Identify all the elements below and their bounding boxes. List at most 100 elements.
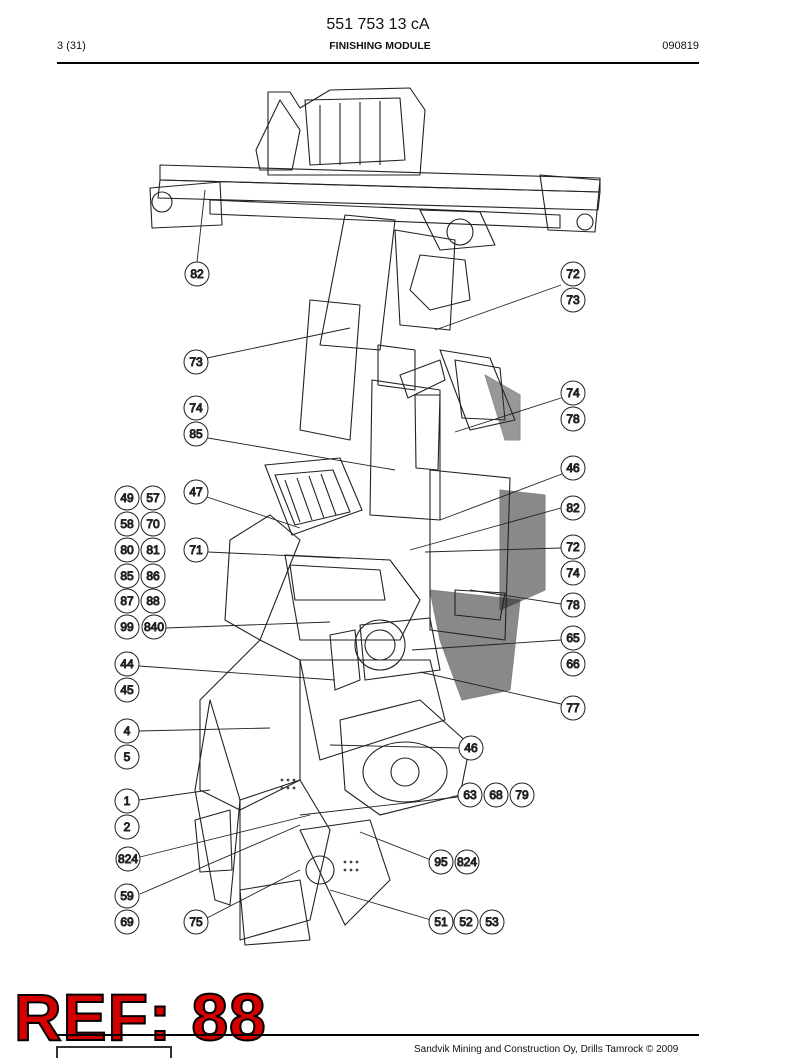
document-number: 551 753 13 cA [326, 16, 430, 33]
svg-text:44: 44 [120, 657, 134, 671]
svg-text:86: 86 [146, 569, 160, 583]
callout-balloon: 78 [560, 406, 586, 432]
svg-text:65: 65 [566, 631, 580, 645]
callout-balloon: 71 [183, 537, 209, 563]
svg-text:74: 74 [566, 386, 580, 400]
svg-text:59: 59 [120, 889, 134, 903]
svg-text:77: 77 [566, 701, 580, 715]
svg-text:75: 75 [189, 915, 203, 929]
callout-balloon: 45 [114, 677, 140, 703]
callout-balloon: 44 [114, 651, 140, 677]
svg-text:72: 72 [566, 267, 580, 281]
callout-balloon: 49 [114, 485, 140, 511]
svg-text:73: 73 [189, 355, 203, 369]
callout-balloon: 2 [114, 814, 140, 840]
svg-text:49: 49 [120, 491, 134, 505]
callout-balloon: 82 [184, 261, 210, 287]
callout-balloon: 74 [183, 395, 209, 421]
svg-text:824: 824 [118, 852, 138, 866]
document-date: 090819 [662, 40, 699, 52]
callout-balloon: 81 [140, 537, 166, 563]
callout-balloon: 1 [114, 788, 140, 814]
svg-text:78: 78 [566, 598, 580, 612]
callout-balloon: 88 [140, 588, 166, 614]
svg-text:69: 69 [120, 915, 134, 929]
callout-balloon: 82 [560, 495, 586, 521]
svg-text:73: 73 [566, 293, 580, 307]
company-logo [56, 1046, 172, 1058]
callout-balloon: 46 [458, 735, 484, 761]
callout-balloon: 72 [560, 261, 586, 287]
callout-balloon: 824 [115, 846, 141, 872]
svg-text:74: 74 [566, 566, 580, 580]
callout-balloon: 85 [183, 421, 209, 447]
callout-balloon: 99 [114, 614, 140, 640]
callout-balloon: 85 [114, 563, 140, 589]
callout-balloon: 840 [141, 614, 167, 640]
callout-balloons: 82 72 73 73 74 78 74 85 46 49 57 47 58 7… [114, 261, 586, 935]
callout-balloon: 52 [453, 909, 479, 935]
callout-balloon: 69 [114, 909, 140, 935]
svg-text:82: 82 [566, 501, 580, 515]
callout-balloon: 74 [560, 380, 586, 406]
svg-text:99: 99 [120, 620, 134, 634]
svg-text:87: 87 [120, 594, 134, 608]
svg-text:58: 58 [120, 517, 134, 531]
svg-text:47: 47 [189, 485, 203, 499]
svg-text:824: 824 [457, 855, 477, 869]
callout-balloon: 80 [114, 537, 140, 563]
callout-balloon: 824 [454, 849, 480, 875]
callout-balloon: 59 [114, 883, 140, 909]
svg-text:46: 46 [464, 741, 478, 755]
callout-balloon: 5 [114, 744, 140, 770]
callout-balloon: 79 [509, 782, 535, 808]
callout-balloon: 53 [479, 909, 505, 935]
callout-balloon: 46 [560, 455, 586, 481]
callout-balloon: 66 [560, 651, 586, 677]
svg-text:45: 45 [120, 683, 134, 697]
svg-text:72: 72 [566, 540, 580, 554]
callout-balloon: 58 [114, 511, 140, 537]
page-number: 3 (31) [57, 40, 86, 52]
callout-balloon: 51 [428, 909, 454, 935]
leader-lines [138, 189, 563, 921]
svg-text:66: 66 [566, 657, 580, 671]
callout-balloon: 63 [457, 782, 483, 808]
svg-text:70: 70 [146, 517, 160, 531]
svg-text:81: 81 [146, 543, 160, 557]
callout-balloon: 68 [483, 782, 509, 808]
svg-text:80: 80 [120, 543, 134, 557]
callout-balloon: 74 [560, 560, 586, 586]
callout-balloon: 73 [560, 287, 586, 313]
footer-copyright: Sandvik Mining and Construction Oy, Dril… [414, 1044, 679, 1055]
callout-balloon: 87 [114, 588, 140, 614]
section-title: FINISHING MODULE [329, 40, 431, 52]
svg-text:52: 52 [459, 915, 473, 929]
svg-text:57: 57 [146, 491, 160, 505]
callout-balloon: 95 [428, 849, 454, 875]
callout-balloon: 75 [183, 909, 209, 935]
callout-balloon: 70 [140, 511, 166, 537]
svg-text:85: 85 [120, 569, 134, 583]
svg-text:79: 79 [515, 788, 529, 802]
callout-balloon: 47 [183, 479, 209, 505]
svg-text:78: 78 [566, 412, 580, 426]
svg-text:2: 2 [124, 820, 131, 834]
callout-balloon: 86 [140, 563, 166, 589]
svg-text:840: 840 [144, 620, 164, 634]
footer-rule [57, 1034, 699, 1036]
machine-outline [149, 87, 601, 946]
svg-text:46: 46 [566, 461, 580, 475]
svg-text:53: 53 [485, 915, 499, 929]
callout-balloon: 65 [560, 625, 586, 651]
header-rule [57, 62, 699, 64]
callout-balloon: 4 [114, 718, 140, 744]
svg-text:88: 88 [146, 594, 160, 608]
svg-text:74: 74 [189, 401, 203, 415]
svg-text:82: 82 [190, 267, 204, 281]
callout-balloon: 72 [560, 534, 586, 560]
svg-text:63: 63 [463, 788, 477, 802]
callout-balloon: 57 [140, 485, 166, 511]
svg-text:85: 85 [189, 427, 203, 441]
